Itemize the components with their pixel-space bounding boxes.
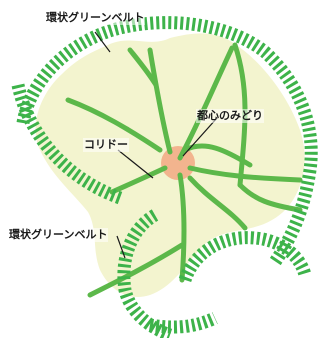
label-corridor: コリドー: [83, 138, 129, 152]
leader-greenbelt-top: [94, 31, 111, 53]
greenbelt-outer-ring: [16, 16, 318, 266]
leader-urban-green: [182, 117, 218, 157]
corridor-southeast: [187, 175, 248, 231]
corridor-southwest: [87, 242, 185, 298]
greenbelt-bottom: [148, 312, 218, 334]
greenbelt-left-ring: [11, 83, 123, 205]
label-greenbelt-left: 環状グリーンベルト: [8, 228, 109, 242]
urban-center: [161, 146, 195, 180]
corridor-northwest: [65, 97, 163, 153]
label-greenbelt-top: 環状グリーンベルト: [45, 11, 146, 25]
corridor-east: [187, 165, 303, 183]
corridor-east-branch: [237, 182, 303, 213]
corridors: [65, 42, 303, 298]
label-urban-green: 都心のみどり: [196, 109, 264, 123]
greenbelt-lower-right: [178, 231, 312, 283]
leader-lines: [94, 31, 218, 259]
corridor-northeast: [177, 45, 235, 161]
leader-corridor: [117, 149, 154, 179]
greenbelts: [11, 16, 318, 338]
greenbelt-inner-lower-left: [117, 209, 173, 338]
corridor-north-2: [127, 47, 159, 88]
leader-greenbelt-left: [116, 235, 126, 259]
corridor-north-1: [147, 47, 173, 155]
corridor-south: [177, 172, 187, 283]
